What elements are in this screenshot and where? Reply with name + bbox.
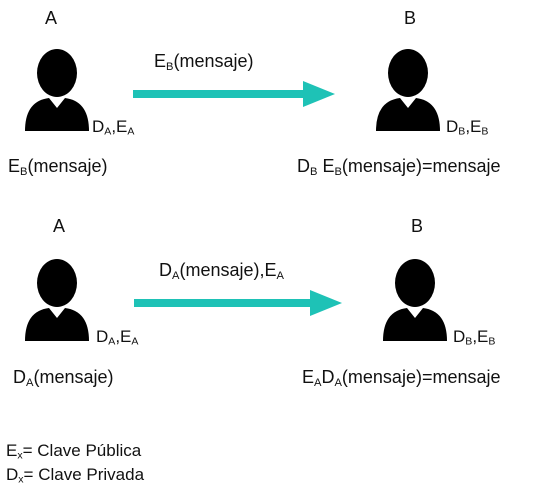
s2-a-result: DA(mensaje) [13, 367, 114, 389]
s1-node-a-label: A [45, 8, 58, 28]
s1-person-a-icon [25, 49, 89, 131]
s1-arrow [133, 81, 335, 107]
s2-node-a-label: A [53, 216, 66, 236]
s1-b-result: DB EB(mensaje)=mensaje [297, 156, 501, 178]
s1-node-b-keys: DB,EB [446, 117, 489, 138]
s1-arrow-label: EB(mensaje) [154, 51, 254, 73]
s1-person-b-icon [376, 49, 440, 131]
s2-b-result: EADA(mensaje)=mensaje [302, 367, 501, 389]
s2-node-b-label: B [411, 216, 424, 236]
s2-person-a-icon [25, 259, 89, 341]
s1-node-a-keys: DA,EA [92, 117, 135, 138]
s1-node-b-label: B [404, 8, 417, 28]
legend-private-key: Dx= Clave Privada [6, 465, 145, 486]
s1-a-result: EB(mensaje) [8, 156, 108, 178]
legend-public-key: Ex= Clave Pública [6, 441, 142, 462]
s2-node-b-keys: DB,EB [453, 327, 496, 348]
s2-node-a-keys: DA,EA [96, 327, 139, 348]
s2-arrow [134, 290, 342, 316]
s2-person-b-icon [383, 259, 447, 341]
s2-arrow-label: DA(mensaje),EA [159, 260, 284, 282]
